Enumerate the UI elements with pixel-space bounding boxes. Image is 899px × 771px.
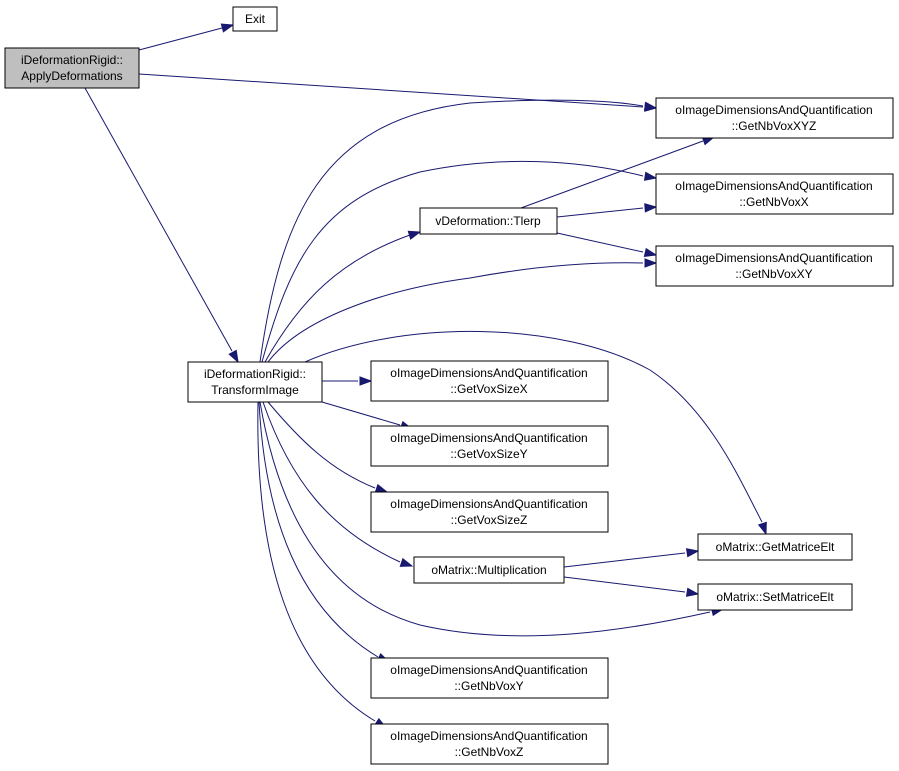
edge-transform-to-getelt [304,331,767,536]
node-label-line-2: ApplyDeformations [21,69,122,83]
arrowhead [220,23,235,33]
node-get-nb-vox-xy[interactable]: oImageDimensionsAndQuantification ::GetN… [655,245,894,287]
node-label-line-1: iDeformationRigid:: [204,367,306,381]
node-get-vox-size-y[interactable]: oImageDimensionsAndQuantification ::GetV… [370,425,609,467]
edge-line [261,160,644,363]
arrowhead [643,101,658,111]
edge-line [556,232,644,253]
node-label-line-2: ::GetNbVoxX [739,195,808,209]
edge-line [321,401,401,426]
edges [84,23,767,729]
node-get-nb-vox-x[interactable]: oImageDimensionsAndQuantification ::GetN… [655,173,894,215]
edge-line [563,552,686,568]
node-set-matrice-elt[interactable]: oMatrix::SetMatriceElt [697,583,853,611]
arrowhead [359,376,373,386]
edge-line [267,262,644,363]
node-label-line-2: TransformImage [211,383,299,397]
edge-tlerp-to-nbx [556,203,658,218]
edge-line [258,401,379,658]
node-label-line-2: ::GetVoxSizeX [450,382,527,396]
node-label-line-2: ::GetNbVoxXYZ [732,119,817,133]
arrowhead [644,258,658,268]
edge-apply-to-nbxyz [138,73,658,112]
edge-line [138,73,644,108]
edge-transform-to-nbxyz [259,99,658,363]
node-label-line-1: oImageDimensionsAndQuantification [390,431,587,445]
node-transform-image[interactable]: iDeformationRigid:: TransformImage [187,361,323,403]
node-label-line-1: oImageDimensionsAndQuantification [390,729,587,743]
node-label: vDeformation::Tlerp [435,214,541,228]
arrowhead [374,483,389,493]
arrowhead [685,548,700,558]
edge-line [262,401,401,563]
edge-line [84,87,233,352]
arrowhead [407,230,422,240]
node-label-line-2: ::GetVoxSizeZ [451,513,528,527]
edge-line [520,140,704,209]
node-get-matrice-elt[interactable]: oMatrix::GetMatriceElt [697,533,853,561]
edge-line [259,401,711,637]
node-label: oMatrix::GetMatriceElt [716,540,835,554]
edge-line [257,401,376,722]
edge-tlerp-to-nbxy [556,232,658,258]
node-apply-deformations[interactable]: iDeformationRigid:: ApplyDeformations [4,47,140,89]
node-label-line-1: oImageDimensionsAndQuantification [675,179,872,193]
edge-line [304,331,763,523]
node-label: oMatrix::Multiplication [431,563,546,577]
node-label-line-2: ::GetVoxSizeY [450,447,527,461]
edge-line [259,99,644,363]
node-label-line-1: oImageDimensionsAndQuantification [390,663,587,677]
edge-mult-to-getelt [563,548,700,568]
node-label-line-1: oImageDimensionsAndQuantification [675,251,872,265]
node-get-nb-vox-z[interactable]: oImageDimensionsAndQuantification ::GetN… [370,723,609,765]
node-label-line-1: oImageDimensionsAndQuantification [390,366,587,380]
arrowhead [399,557,414,567]
node-label-line-1: iDeformationRigid:: [21,53,123,67]
edge-apply-to-exit [138,23,235,51]
edge-transform-to-vsx [322,376,373,386]
node-get-nb-vox-y[interactable]: oImageDimensionsAndQuantification ::GetN… [370,657,609,699]
arrowhead [643,171,658,181]
arrowhead [757,521,767,536]
node-label-line-1: oImageDimensionsAndQuantification [675,103,872,117]
edge-mult-to-setelt [563,576,700,597]
edge-transform-to-mult [262,401,414,567]
node-get-vox-size-z[interactable]: oImageDimensionsAndQuantification ::GetV… [370,491,609,533]
node-tlerp[interactable]: vDeformation::Tlerp [419,207,558,235]
node-get-nb-vox-xyz[interactable]: oImageDimensionsAndQuantification ::GetN… [655,97,894,139]
arrowhead [643,247,658,258]
arrowhead [685,587,700,597]
edge-transform-to-nbxy [267,258,658,363]
edge-line [563,576,686,593]
arrowhead [644,203,658,213]
node-multiplication[interactable]: oMatrix::Multiplication [413,556,565,584]
node-label-line-2: ::GetNbVoxXY [735,267,812,281]
edge-transform-to-nbz [257,401,388,729]
node-label-line-1: oImageDimensionsAndQuantification [390,497,587,511]
edge-apply-to-transform [84,87,239,364]
nodes: iDeformationRigid:: ApplyDeformations Ex… [4,6,894,765]
node-label-line-2: ::GetNbVoxY [454,679,523,693]
edge-transform-to-nbx [261,160,658,363]
arrowhead [228,349,239,364]
edge-line [264,234,411,363]
node-label-line-2: ::GetNbVoxZ [455,745,524,759]
edge-line [267,401,376,489]
node-exit[interactable]: Exit [232,6,278,32]
edge-transform-to-vsy [321,401,414,430]
edge-line [556,207,644,218]
edge-transform-to-tlerp [264,230,422,363]
node-label: Exit [245,12,266,26]
node-get-vox-size-x[interactable]: oImageDimensionsAndQuantification ::GetV… [370,360,609,402]
node-label: oMatrix::SetMatriceElt [716,590,834,604]
edge-line [138,27,223,51]
